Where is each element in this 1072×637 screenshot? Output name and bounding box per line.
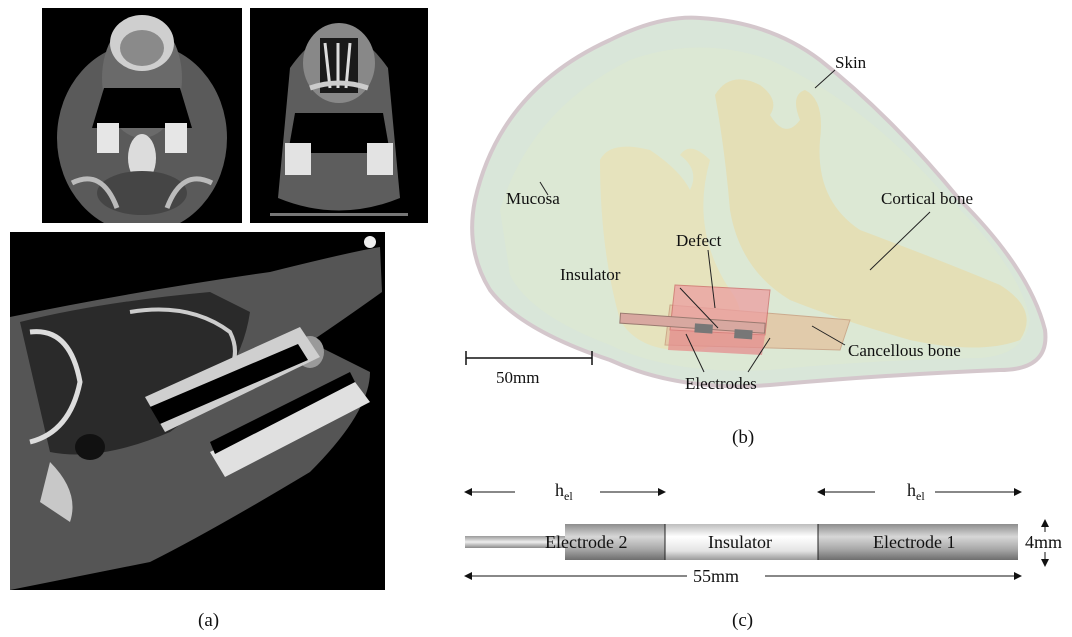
ct-axial-skull-1 xyxy=(42,8,242,223)
label-skin: Skin xyxy=(835,53,867,72)
h-el-left-label: hel xyxy=(555,480,573,503)
h-el-right-label: hel xyxy=(907,480,925,503)
label-cortical-bone: Cortical bone xyxy=(881,189,973,208)
scale-bar: 50mm xyxy=(466,351,592,387)
scale-bar-label: 50mm xyxy=(496,368,539,387)
electrode-2-label: Electrode 2 xyxy=(545,532,627,552)
panel-b-caption: (b) xyxy=(732,427,754,449)
panel-c-caption: (c) xyxy=(732,610,753,632)
label-electrodes: Electrodes xyxy=(685,374,757,393)
label-insulator: Insulator xyxy=(560,265,621,284)
electrode-1-label: Electrode 1 xyxy=(873,532,955,552)
insulator-label: Insulator xyxy=(708,532,772,552)
ct-axial-skull-2 xyxy=(250,8,428,223)
label-defect: Defect xyxy=(676,231,722,250)
label-cancellous-bone: Cancellous bone xyxy=(848,341,961,360)
electrode-schematic: hel hel Electrode 2 Insulator Electrode … xyxy=(455,470,1072,595)
label-mucosa: Mucosa xyxy=(506,189,560,208)
length-label: 55mm xyxy=(693,566,739,586)
diameter-label: 4mm xyxy=(1025,532,1062,552)
panel-a-caption: (a) xyxy=(198,610,219,632)
model-3d-panel: Skin Mucosa Cortical bone Defect Insulat… xyxy=(440,0,1072,430)
ct-axial-view-1 xyxy=(42,8,242,223)
ct-sagittal-view xyxy=(10,232,385,590)
ct-axial-view-2 xyxy=(250,8,428,223)
ct-sagittal-skull xyxy=(10,232,385,590)
